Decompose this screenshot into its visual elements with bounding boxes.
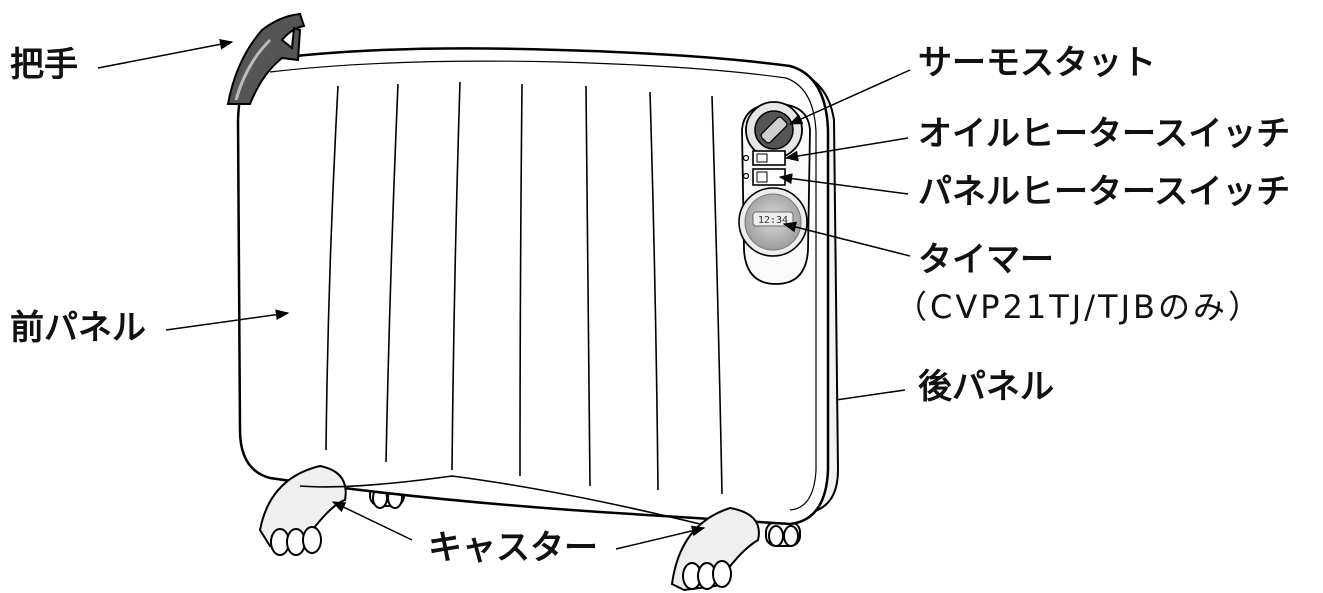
label-handle: 把手	[10, 45, 78, 85]
thermostat-dial[interactable]	[745, 101, 803, 159]
timer[interactable]: 12:34	[738, 187, 808, 257]
label-oil-heater-switch: オイルヒータースイッチ	[918, 114, 1291, 154]
label-timer-note: （CVP21TJ/TJBのみ）	[895, 288, 1263, 326]
label-thermostat: サーモスタット	[918, 43, 1156, 83]
front-caster-left	[258, 464, 701, 556]
front-caster-right	[670, 506, 760, 592]
rear-caster-right	[765, 521, 801, 547]
front-panel-rim	[269, 60, 817, 511]
label-front-panel: 前パネル	[10, 308, 146, 348]
timer-display: 12:34	[758, 215, 788, 226]
label-casters: キャスター	[428, 528, 598, 568]
handle-grip	[234, 38, 272, 101]
label-panel-heater-switch: パネルヒータースイッチ	[918, 172, 1291, 212]
handle[interactable]	[226, 12, 306, 105]
label-rear-panel: 後パネル	[918, 367, 1054, 407]
leader-lines	[97, 39, 911, 550]
panel-ribs	[325, 81, 723, 495]
front-panel	[236, 47, 830, 526]
label-timer: タイマー	[918, 240, 1054, 280]
